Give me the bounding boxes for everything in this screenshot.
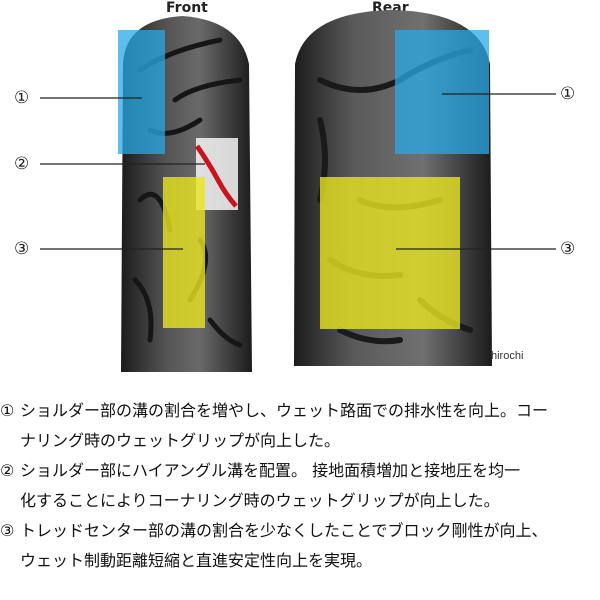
notes-list: ① ショルダー部の溝の割合を増やし、ウェット路面での排水性を向上。コー ナリング…: [0, 396, 600, 576]
rear-zone-3: [320, 177, 460, 329]
callout-front-2: ②: [14, 154, 30, 174]
front-zone-3: [163, 177, 205, 328]
note-marker: ③: [0, 521, 15, 540]
note-marker: ②: [0, 461, 15, 480]
callout-rear-3: ③: [560, 239, 576, 259]
note-line: ウェット制動距離短縮と直進安定性向上を実現。: [20, 551, 373, 570]
tires-svg: [40, 10, 556, 372]
callout-front-1: ①: [14, 88, 30, 108]
note-line: ナリング時のウェットグリップが向上した。: [20, 431, 341, 450]
note-marker: ①: [0, 401, 15, 420]
tire-diagram: Front Rear: [14, 0, 576, 372]
front-zone-2-groove: [194, 144, 238, 208]
note-line: ショルダー部の溝の割合を増やし、ウェット路面での排水性を向上。コー: [20, 401, 549, 420]
note-line: 化することによりコーナリング時のウェットグリップが向上した。: [20, 491, 500, 510]
note-1: ① ショルダー部の溝の割合を増やし、ウェット路面での排水性を向上。コー ナリング…: [0, 396, 600, 456]
note-line: ショルダー部にハイアングル溝を配置。 接地面積増加と接地圧を均一: [20, 461, 521, 480]
watermark-text: hirochi: [491, 350, 524, 362]
front-zone-1: [118, 30, 165, 154]
note-3: ③ トレッドセンター部の溝の割合を少なくしたことでブロック剛性が向上、 ウェット…: [0, 516, 600, 576]
callout-front-3: ③: [14, 239, 30, 259]
note-2: ② ショルダー部にハイアングル溝を配置。 接地面積増加と接地圧を均一 化すること…: [0, 456, 600, 516]
callout-rear-1: ①: [560, 84, 576, 104]
rear-zone-1: [395, 30, 489, 154]
front-label: Front: [166, 0, 208, 16]
note-line: トレッドセンター部の溝の割合を少なくしたことでブロック剛性が向上、: [20, 521, 548, 540]
